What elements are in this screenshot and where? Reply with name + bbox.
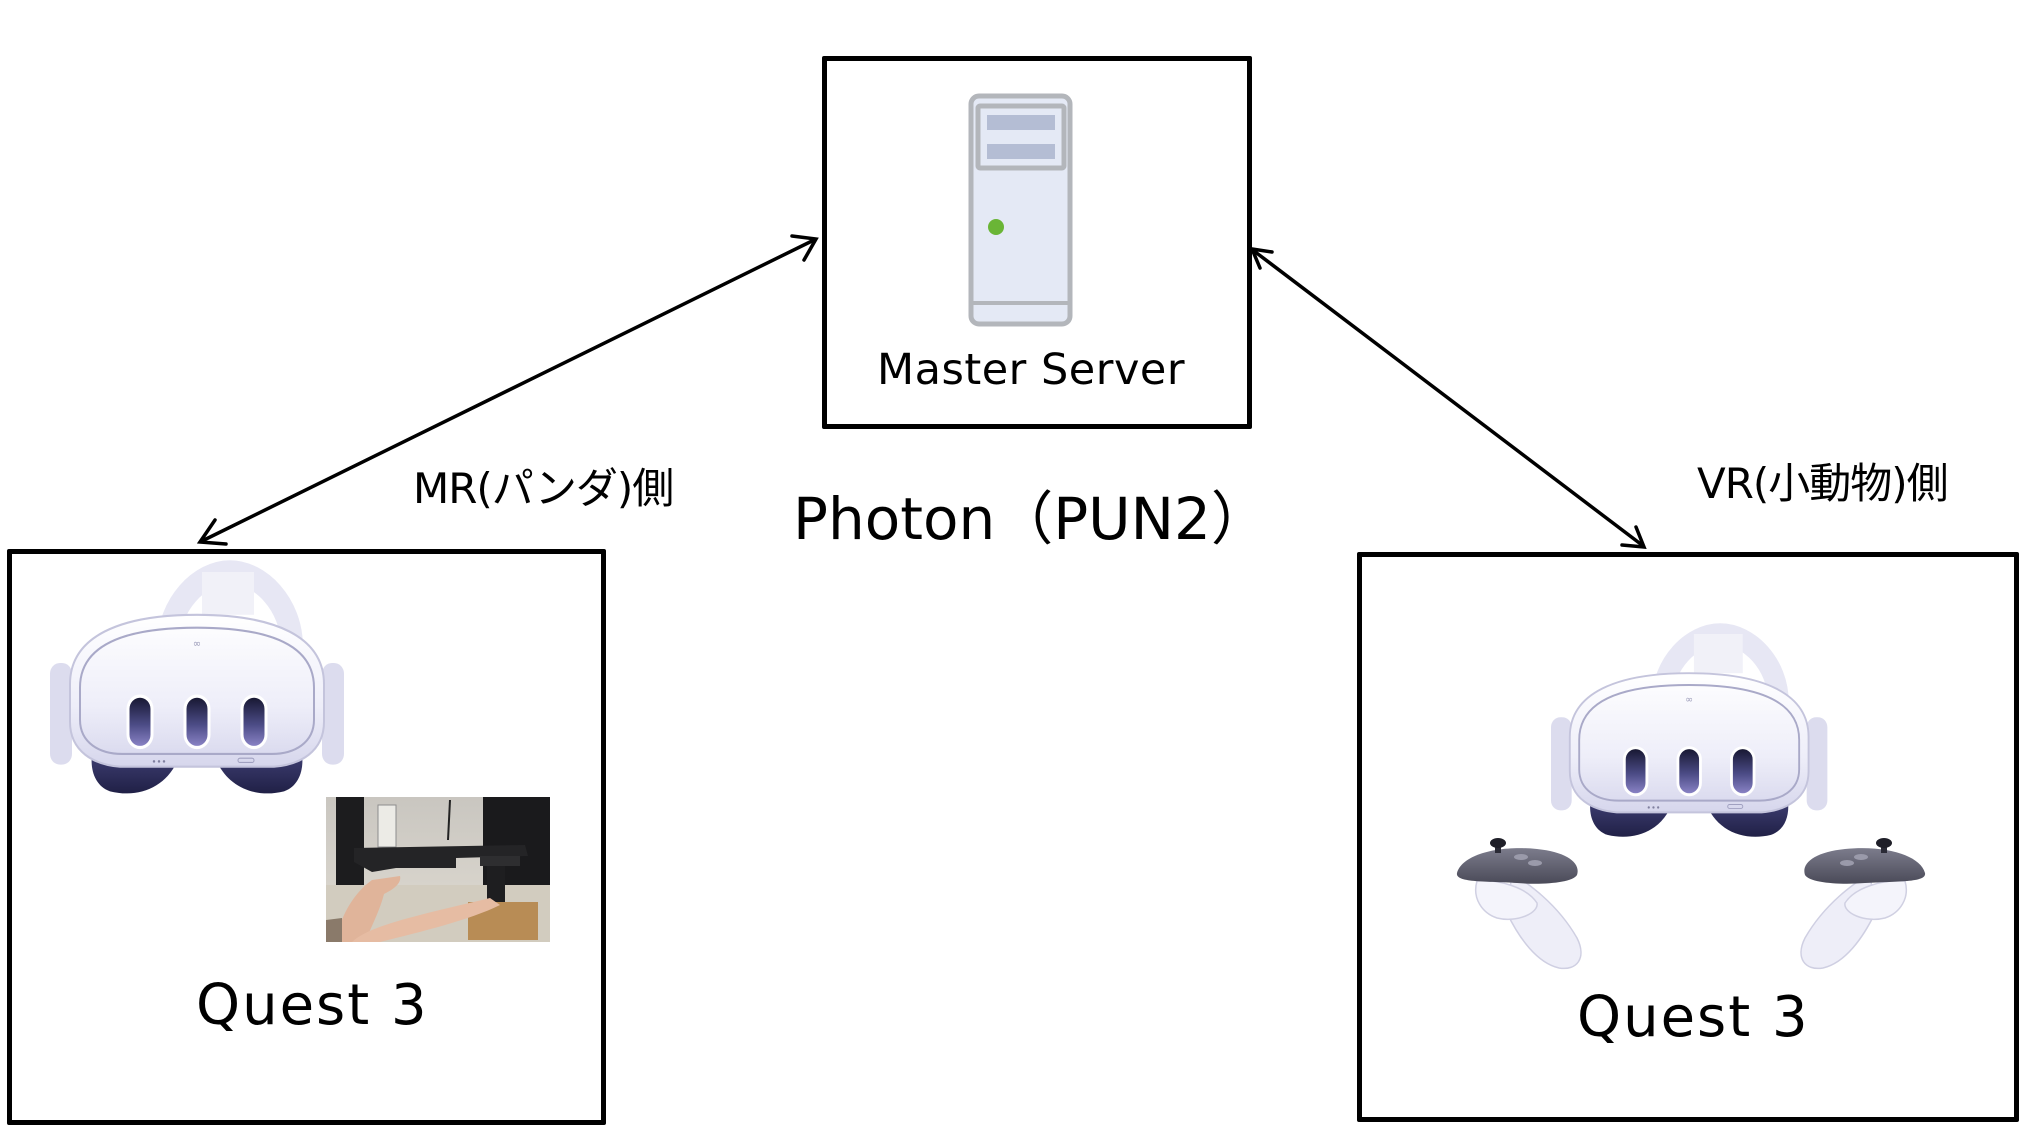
- right-controller: [1800, 837, 1926, 970]
- vr-device-label: Quest 3: [1577, 985, 1810, 1050]
- server-tower-icon: [968, 93, 1073, 327]
- master-server-label: Master Server: [877, 345, 1186, 395]
- left-controller: [1456, 837, 1582, 970]
- connection-arrow-vr: [1249, 246, 1647, 550]
- touch-controllers-icon: [1456, 837, 1926, 970]
- server-led: [988, 219, 1004, 235]
- mr-device-label: Quest 3: [196, 973, 429, 1038]
- vr-side-label: VR(小動物)側: [1697, 459, 1949, 508]
- mr-side-label: MR(パンダ)側: [413, 464, 674, 513]
- vr-headset-icon: [1551, 634, 1827, 837]
- person-holding-gun-controller-photo: [326, 797, 550, 942]
- network-label: Photon（PUN2）: [793, 485, 1269, 553]
- vr-headset-icon: [50, 572, 344, 793]
- connection-arrow-mr: [196, 234, 819, 546]
